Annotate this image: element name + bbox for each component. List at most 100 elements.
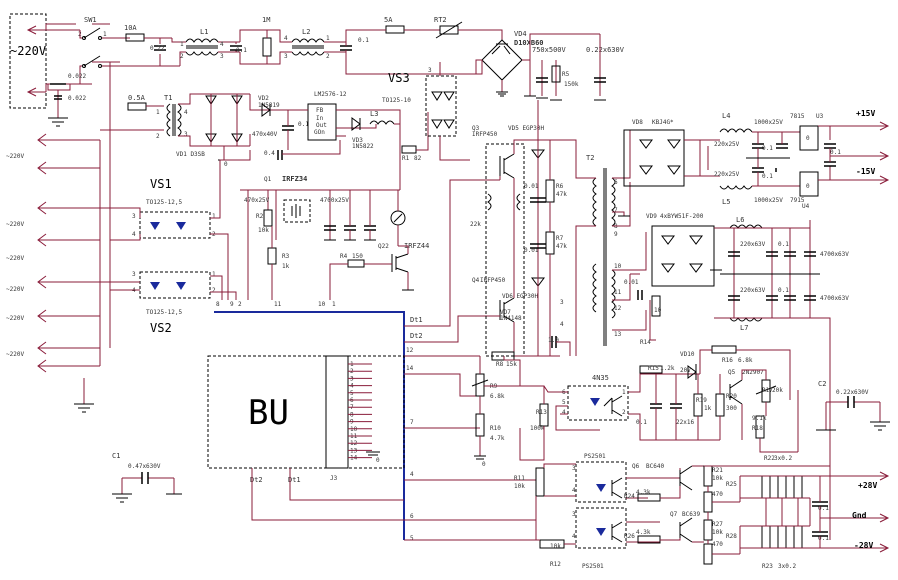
svg-text:FB: FB (316, 107, 324, 114)
svg-text:VS2: VS2 (150, 321, 172, 335)
svg-text:Gnd: Gnd (852, 511, 867, 520)
svg-text:J3: J3 (330, 475, 338, 482)
rt2-thermistor: RT2 (404, 16, 503, 40)
svg-text:U4: U4 (802, 203, 810, 210)
svg-text:3: 3 (572, 465, 576, 472)
svg-text:R14: R14 (640, 339, 651, 346)
svg-text:100k: 100k (530, 425, 545, 432)
svg-text:10k: 10k (712, 475, 723, 482)
svg-text:R1: R1 (402, 155, 410, 162)
svg-text:47k: 47k (556, 191, 567, 198)
svg-text:220x25V: 220x25V (714, 171, 740, 178)
svg-text:0.47x630V: 0.47x630V (128, 463, 161, 470)
svg-text:R17: R17 (762, 387, 773, 394)
q1-irfz34: Q1 IRFZ34 470x25V 4700x25V R2 10k R3 1k (240, 150, 406, 300)
svg-text:12: 12 (406, 347, 414, 354)
svg-text:IRFP450: IRFP450 (480, 277, 506, 284)
svg-text:300: 300 (726, 405, 737, 412)
svg-text:0.01: 0.01 (524, 247, 539, 254)
svg-text:U3: U3 (816, 113, 824, 120)
svg-text:10: 10 (614, 263, 622, 270)
svg-text:~220V: ~220V (6, 153, 24, 160)
svg-text:3x0.2: 3x0.2 (778, 563, 796, 570)
svg-text:LM2576-12: LM2576-12 (314, 91, 347, 98)
svg-text:6: 6 (410, 513, 414, 520)
svg-text:0.1: 0.1 (818, 505, 829, 512)
svg-text:2N2907: 2N2907 (742, 369, 764, 376)
svg-text:1N5822: 1N5822 (352, 143, 374, 150)
svg-text:~220V: ~220V (6, 255, 24, 262)
svg-text:20V: 20V (680, 367, 691, 374)
svg-text:0.1: 0.1 (762, 173, 773, 180)
svg-text:R7: R7 (556, 235, 564, 242)
svg-text:0.1: 0.1 (818, 535, 829, 542)
svg-text:10k: 10k (514, 483, 525, 490)
svg-text:7: 7 (410, 419, 414, 426)
svg-text:10A: 10A (124, 24, 137, 32)
svg-text:5: 5 (562, 399, 566, 406)
svg-text:22x16: 22x16 (676, 419, 694, 426)
svg-text:150k: 150k (564, 81, 579, 88)
svg-text:4.3k: 4.3k (636, 529, 651, 536)
svg-text:13: 13 (614, 331, 622, 338)
svg-text:~220V: ~220V (6, 221, 24, 228)
svg-text:6: 6 (614, 179, 618, 186)
svg-text:1N5819: 1N5819 (258, 102, 280, 109)
svg-text:4700x63V: 4700x63V (820, 295, 849, 302)
svg-text:Dt2: Dt2 (250, 476, 263, 484)
svg-text:R2: R2 (256, 213, 264, 220)
svg-text:C1: C1 (112, 452, 120, 460)
svg-text:4N35: 4N35 (592, 374, 609, 382)
svg-text:R13: R13 (536, 409, 547, 416)
mains-label: ~220V (10, 44, 46, 58)
svg-text:TO125-12,5: TO125-12,5 (146, 199, 183, 206)
svg-text:9: 9 (230, 301, 234, 308)
svg-text:L1: L1 (200, 28, 208, 36)
svg-text:1M: 1M (262, 16, 270, 24)
svg-text:1.0: 1.0 (548, 337, 559, 344)
svg-text:0.1: 0.1 (636, 419, 647, 426)
svg-text:7915: 7915 (790, 197, 805, 204)
svg-text:2: 2 (326, 53, 330, 60)
svg-text:R6: R6 (556, 183, 564, 190)
svg-text:IRFZ34: IRFZ34 (282, 175, 307, 183)
svg-text:0.22x630V: 0.22x630V (836, 389, 869, 396)
svg-text:20k: 20k (772, 387, 783, 394)
svg-text:VD7: VD7 (500, 309, 511, 316)
svg-text:1k: 1k (704, 405, 712, 412)
aux-supply: T1 12 43 VD1 D3SB 0 VD2 1N5819 470x40V 0… (100, 91, 429, 168)
svg-text:In: In (316, 115, 324, 122)
svg-text:0: 0 (482, 461, 486, 468)
svg-text:R19: R19 (696, 397, 707, 404)
svg-text:4xBYW51F-200: 4xBYW51F-200 (660, 213, 704, 220)
vs1-opto: VS1 TO125-12,5 34 12 (132, 177, 216, 239)
svg-text:R3: R3 (282, 253, 290, 260)
svg-text:R5: R5 (562, 71, 570, 78)
svg-text:VD3: VD3 (352, 137, 363, 144)
svg-text:220x63V: 220x63V (740, 287, 766, 294)
svg-text:R12: R12 (550, 561, 561, 568)
ps2501-upper (575, 461, 627, 503)
svg-text:0.1: 0.1 (236, 47, 247, 54)
svg-text:~220V: ~220V (6, 286, 24, 293)
svg-text:D10XB60: D10XB60 (514, 39, 544, 47)
svg-text:L6: L6 (736, 216, 744, 224)
svg-text:3x0.2: 3x0.2 (774, 455, 792, 462)
svg-text:4: 4 (562, 409, 566, 416)
svg-text:R24: R24 (624, 493, 635, 500)
svg-text:Q4: Q4 (472, 277, 480, 284)
svg-text:6.8k: 6.8k (490, 393, 505, 400)
fuse-out: 5A (384, 16, 405, 34)
svg-text:VS3: VS3 (388, 71, 410, 85)
svg-text:0.1: 0.1 (358, 37, 369, 44)
svg-text:Dt1: Dt1 (288, 476, 301, 484)
svg-text:+15V: +15V (856, 109, 875, 118)
svg-text:1000x25V: 1000x25V (754, 197, 783, 204)
svg-text:T1: T1 (164, 94, 172, 102)
half-bridge: Q3 IRFP450 VD5 EGP30H Q4 IRFP450 VD6 EGP… (470, 100, 571, 368)
svg-text:3: 3 (572, 511, 576, 518)
svg-text:VD2: VD2 (258, 95, 269, 102)
svg-text:4700x25V: 4700x25V (320, 197, 349, 204)
